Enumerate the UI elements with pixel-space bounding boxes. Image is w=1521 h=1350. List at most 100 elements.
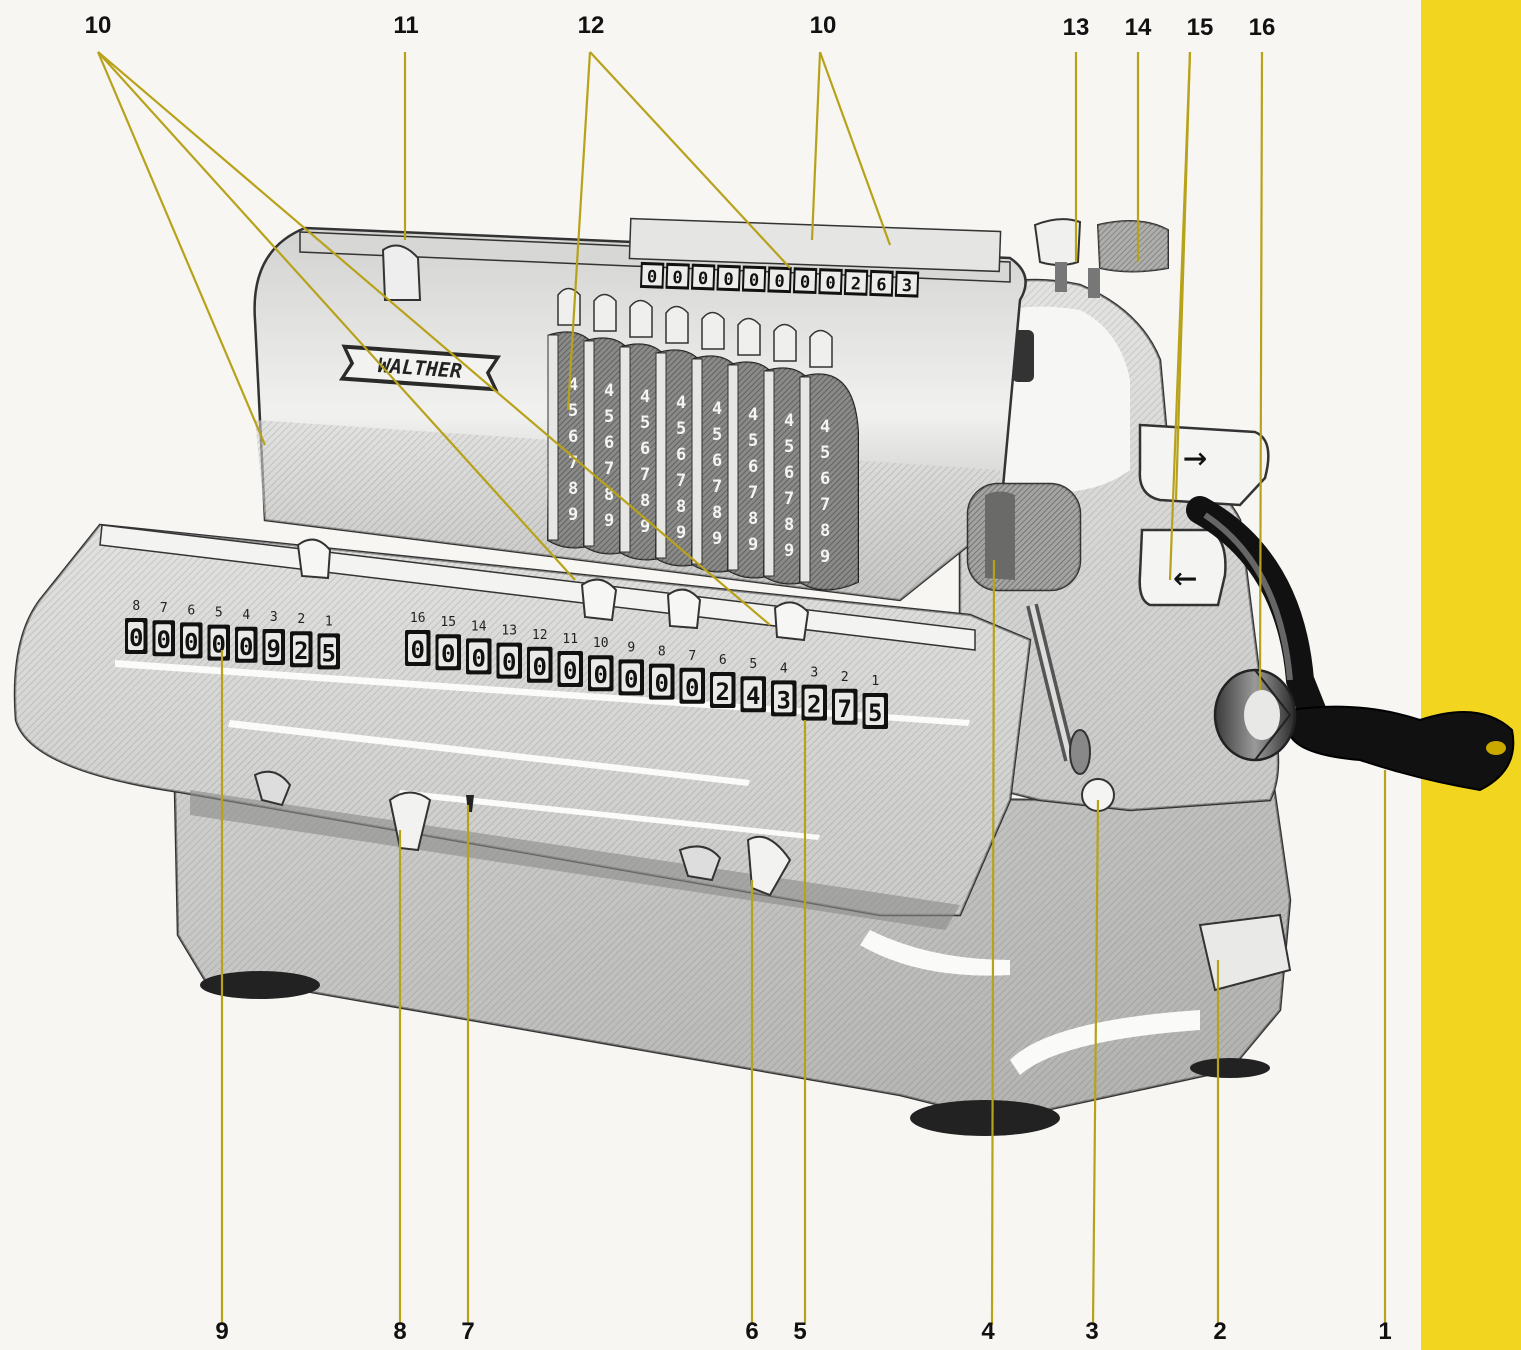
- accumulator-digit: 5: [868, 699, 882, 727]
- wheel-scale-numeral: 5: [568, 401, 578, 421]
- wheel-scale-numeral: 9: [640, 517, 650, 537]
- accumulator-digit: 0: [411, 636, 425, 664]
- crank-hub-16[interactable]: [1213, 668, 1297, 762]
- counter-digit-window: 6: [869, 269, 894, 297]
- product-digit: 5: [322, 639, 336, 667]
- clearing-slider-far-right[interactable]: [773, 601, 810, 642]
- callout-top-10b: 10: [809, 12, 837, 39]
- wheel-scale-numeral: 9: [568, 505, 578, 525]
- accumulator-position-label: 14: [471, 619, 487, 634]
- wheel-scale-numeral: 4: [784, 411, 794, 431]
- wheel-scale-numeral: 8: [640, 491, 650, 511]
- callout-bottom-3: 3: [1085, 1318, 1099, 1345]
- wheel-scale-numeral: 5: [748, 431, 758, 451]
- product-position-label: 7: [160, 601, 168, 616]
- wheel-scale-numeral: 4: [640, 387, 650, 407]
- callout-bottom-4: 4: [981, 1318, 995, 1345]
- wheel-scale-numeral: 7: [568, 453, 578, 473]
- wheel-scale-numeral: 7: [820, 495, 830, 515]
- product-digit: 0: [129, 624, 143, 652]
- shift-key-left[interactable]: ←: [1138, 528, 1227, 607]
- wheel-scale-numeral: 6: [712, 451, 722, 471]
- wheel-scale-numeral: 7: [748, 483, 758, 503]
- accumulator-digit-window: 3: [771, 680, 797, 717]
- wheel-scale-numeral: 8: [676, 497, 686, 517]
- product-position-label: 8: [132, 599, 140, 614]
- accumulator-digit-window: 0: [527, 646, 553, 683]
- accumulator-digit: 0: [685, 674, 699, 702]
- counter-digit: 0: [800, 272, 811, 292]
- accumulator-digit: 0: [441, 640, 455, 668]
- wheel-scale-numeral: 7: [784, 489, 794, 509]
- counter-digit: 0: [825, 273, 836, 293]
- accumulator-position-label: 3: [810, 666, 818, 681]
- wheel-scale-numeral: 4: [568, 375, 578, 395]
- wheel-scale-numeral: 9: [712, 529, 722, 549]
- accumulator-digit: 0: [472, 644, 486, 672]
- accumulator-digit: 2: [807, 691, 821, 719]
- right-housing: [958, 278, 1280, 812]
- counter-digit: 3: [901, 276, 912, 296]
- lever-6[interactable]: [678, 835, 792, 897]
- lever-small-left[interactable]: [253, 770, 292, 807]
- wheel-scale-numeral: 5: [604, 407, 614, 427]
- accumulator-position-label: 11: [562, 632, 578, 647]
- callout-top-16: 16: [1248, 14, 1276, 41]
- wheel-scale-numeral: 8: [820, 521, 830, 541]
- wheel-scale-numeral: 4: [604, 381, 614, 401]
- wheel-scale-numeral: 6: [784, 463, 794, 483]
- shift-key-right[interactable]: →: [1138, 423, 1270, 507]
- wheel-scale-numeral: 4: [712, 399, 722, 419]
- product-position-label: 3: [270, 610, 278, 625]
- product-position-label: 5: [215, 606, 223, 621]
- callout-top-15: 15: [1186, 14, 1214, 41]
- clearing-slider-right[interactable]: [666, 588, 702, 630]
- counter-digit: 0: [723, 270, 734, 290]
- accumulator-digit: 0: [624, 665, 638, 693]
- product-position-label: 6: [187, 603, 195, 618]
- product-position-label: 4: [242, 608, 250, 623]
- wheel-scale-numeral: 8: [604, 485, 614, 505]
- counter-digit: 0: [749, 271, 760, 291]
- counter-digit-window: 0: [639, 261, 665, 289]
- clearing-slider-middle[interactable]: [580, 578, 618, 622]
- lever-14[interactable]: [1088, 220, 1169, 298]
- wheel-scale-numeral: 6: [820, 469, 830, 489]
- product-digit-window: 9: [262, 629, 285, 665]
- accumulator-digit: 7: [838, 695, 852, 723]
- counter-digit: 0: [672, 268, 683, 288]
- product-digit: 9: [267, 635, 281, 663]
- lever-13[interactable]: [1033, 218, 1082, 292]
- product-digit: 0: [212, 631, 226, 659]
- counter-digit: 0: [774, 272, 785, 292]
- left-arrow-icon: ←: [1173, 554, 1197, 600]
- hand-crank[interactable]: [1186, 496, 1515, 792]
- product-position-label: 1: [325, 614, 333, 629]
- lever-knob-4[interactable]: [966, 482, 1082, 762]
- counter-digit: 6: [876, 275, 887, 295]
- callout-top-11: 11: [393, 12, 419, 39]
- wheel-scale-numeral: 7: [604, 459, 614, 479]
- wheel-scale-numeral: 4: [820, 417, 830, 437]
- counter-digit-window: 2: [843, 269, 869, 296]
- callout-bottom-2: 2: [1213, 1318, 1227, 1345]
- counter-digit: 0: [698, 269, 709, 289]
- product-position-label: 2: [297, 612, 305, 627]
- wheel-scale-numeral: 9: [784, 541, 794, 561]
- wheel-scale-numeral: 8: [748, 509, 758, 529]
- accumulator-digit: 0: [502, 649, 516, 677]
- counter-digit-window: 0: [716, 264, 741, 292]
- product-digit-window: 0: [125, 618, 148, 654]
- product-digit-window: 5: [317, 633, 340, 670]
- clearing-slider-left[interactable]: [296, 538, 332, 580]
- accumulator-digit: 4: [746, 682, 760, 710]
- accumulator-position-label: 7: [688, 649, 696, 664]
- knob-3[interactable]: [1069, 729, 1115, 812]
- callout-top-13: 13: [1062, 14, 1090, 41]
- wheel-scale-numeral: 5: [712, 425, 722, 445]
- accumulator-position-label: 13: [501, 624, 517, 639]
